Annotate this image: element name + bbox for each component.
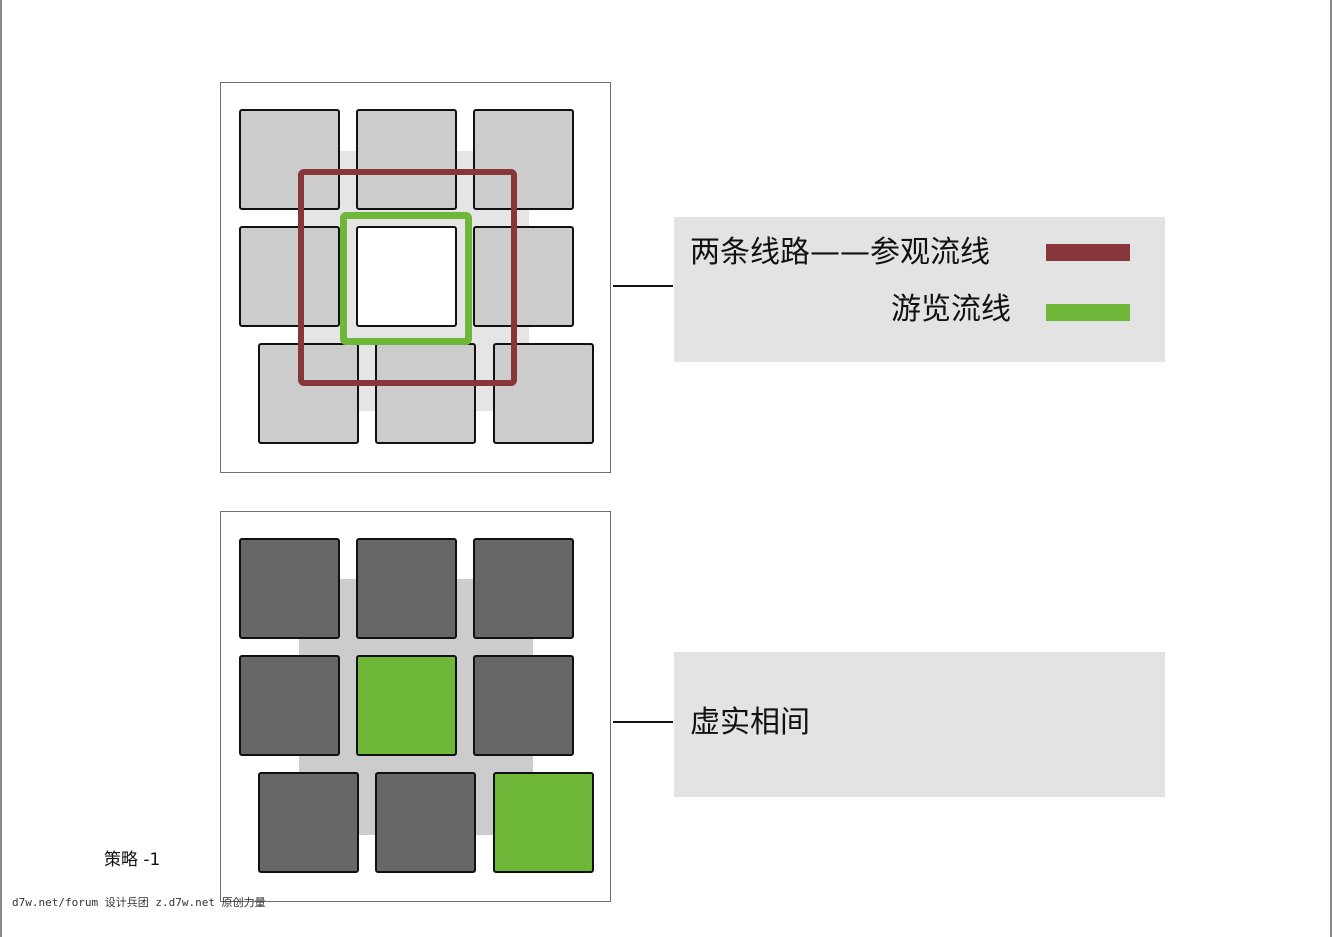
tour-route-loop [340,212,472,345]
routes-diagram-panel [220,82,611,473]
void-block [356,655,457,756]
solid-block [239,538,340,639]
building-block [375,343,476,444]
solid-block [356,538,457,639]
tour-route-label: 游览流线 [891,292,1011,327]
building-block [356,109,457,210]
central-courtyard [356,226,457,327]
left-margin-rule [0,0,2,937]
solid-block [239,655,340,756]
right-margin-rule [1330,0,1332,937]
strategy-caption: 策略 -1 [104,850,161,870]
building-block [473,226,574,327]
visit-route-loop [298,169,517,386]
solid-block [258,772,359,873]
routes-legend-box: 两条线路——参观流线 游览流线 [674,217,1165,362]
void-legend-box: 虚实相间 [674,652,1165,797]
solid-block [473,655,574,756]
building-block [473,109,574,210]
building-block [493,343,594,444]
void-block [493,772,594,873]
routes-legend-title: 两条线路——参观流线 [690,235,990,270]
tour-route-swatch [1046,304,1130,321]
solid-block [375,772,476,873]
building-block [239,109,340,210]
watermark-text: d7w.net/forum 设计兵团 z.d7w.net 原创力量 [12,896,266,909]
visit-route-swatch [1046,244,1130,261]
connector-line-void [613,721,673,723]
connector-line-routes [613,285,673,287]
building-block [239,226,340,327]
solid-block [473,538,574,639]
void-solid-diagram-panel [220,511,611,902]
void-legend-title: 虚实相间 [690,705,810,740]
building-block [258,343,359,444]
